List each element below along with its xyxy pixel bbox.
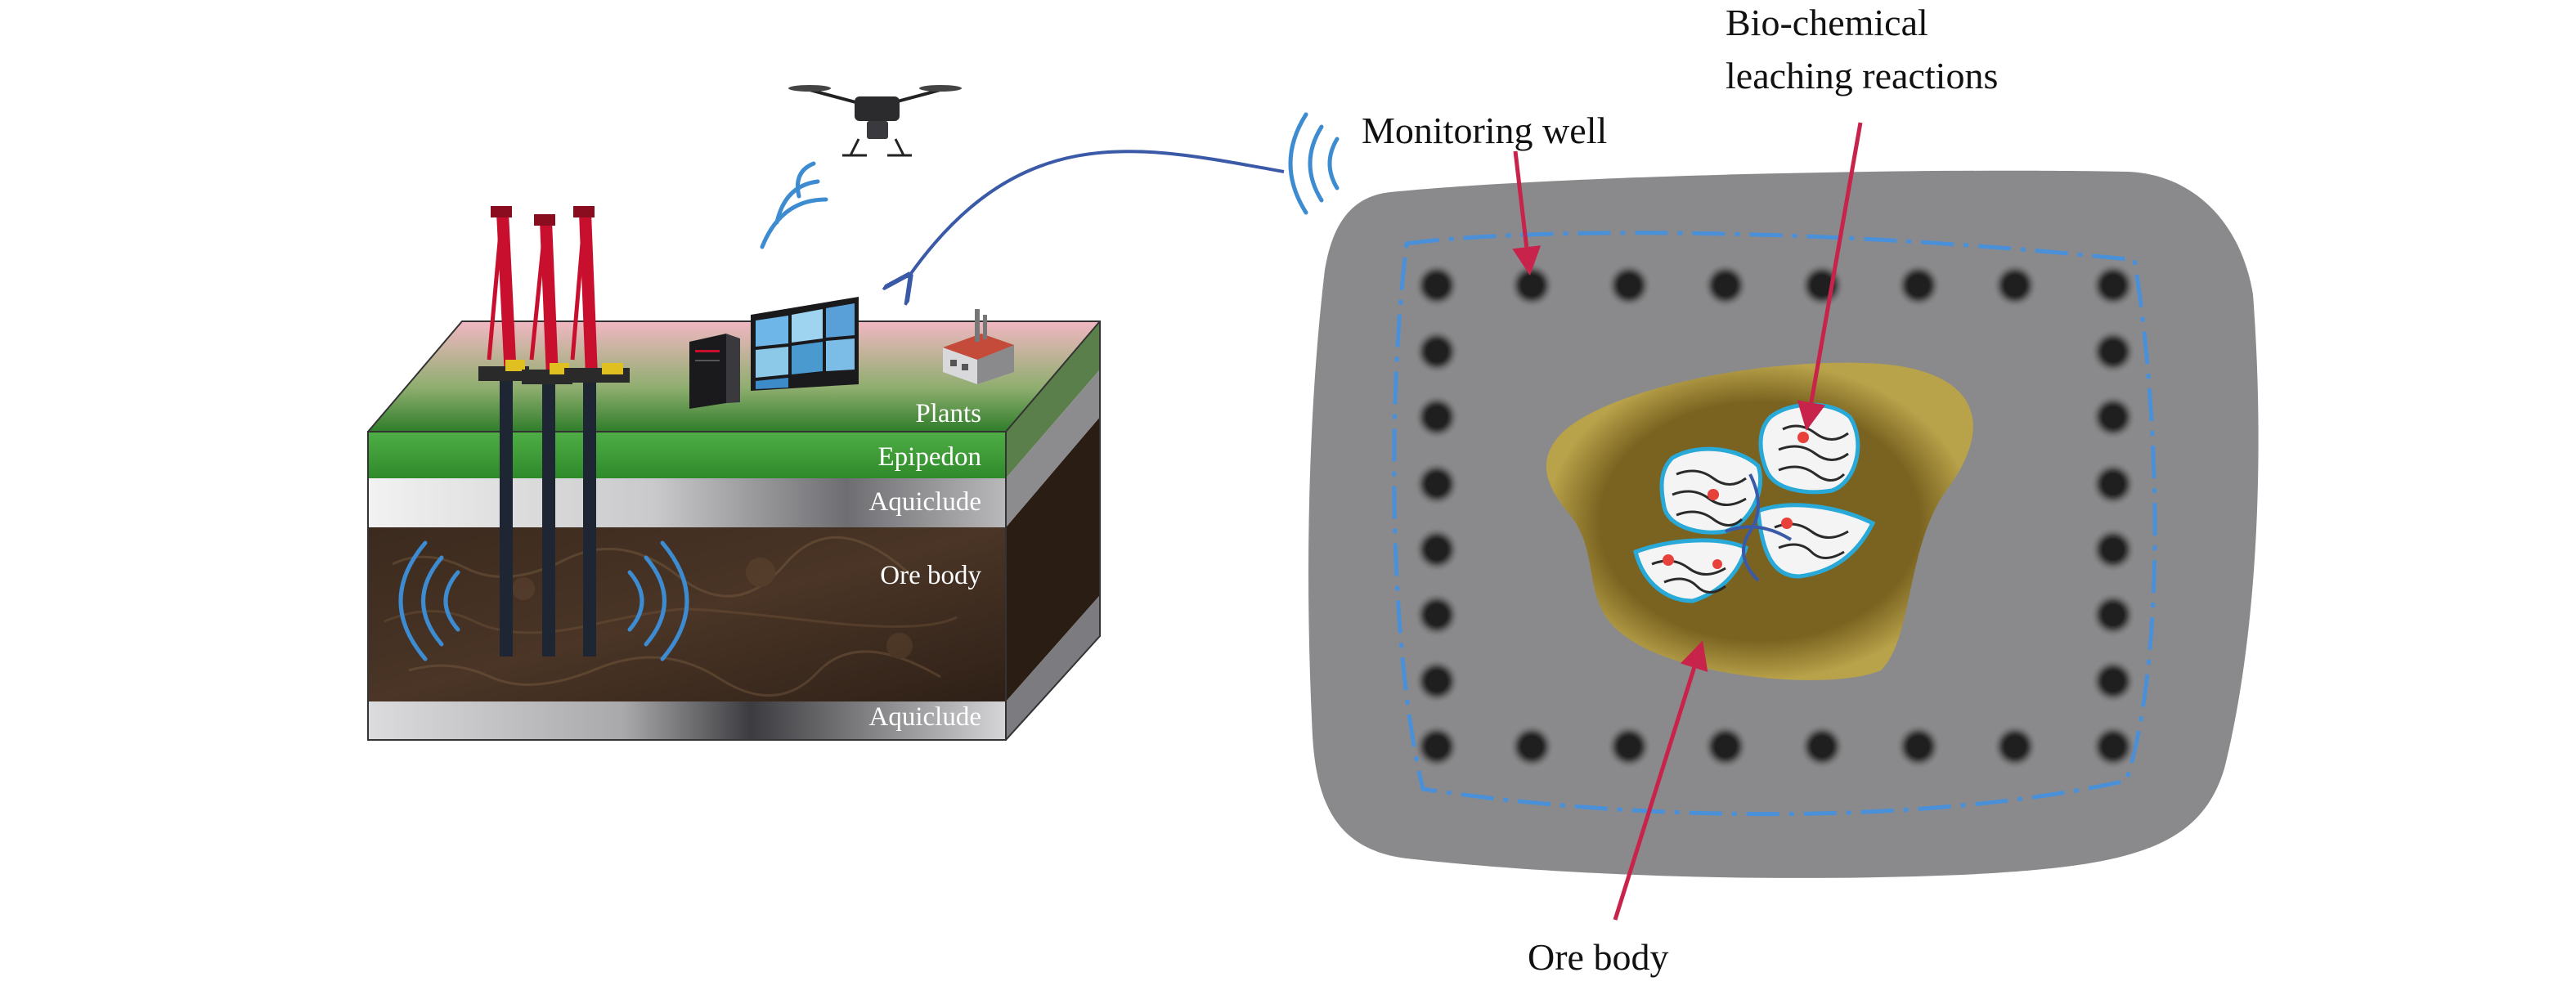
- plan-view: Monitoring well Bio-chemical leaching re…: [1308, 2, 2259, 978]
- epipedon-layer: [368, 432, 1006, 478]
- block-right-face-bottom: [1006, 595, 1100, 740]
- block-corner-edge: [1005, 320, 1101, 432]
- ore-fragment-icon: [1633, 402, 1876, 603]
- well-row-bottom: [1414, 724, 2136, 769]
- monitoring-well-label: Monitoring well: [1362, 110, 1607, 151]
- layer-label-epipedon: Epipedon: [878, 442, 981, 472]
- injection-wells: [500, 374, 596, 657]
- layer-label-aquiclude-bottom: Aquiclude: [869, 702, 981, 732]
- block-diagram: Plants Epipedon Aquiclude Ore body Aquic…: [367, 206, 1101, 741]
- monitoring-well-arrow: [1512, 150, 1542, 276]
- reactions-arrow: [1797, 122, 1863, 431]
- reactions-label-line1: Bio-chemical: [1726, 2, 1928, 43]
- reactions-label-line2: leaching reactions: [1726, 55, 1998, 96]
- signal-wave-icon: [1288, 112, 1340, 215]
- block-right-face-plants: [1006, 321, 1100, 478]
- block-outline: [367, 431, 1007, 741]
- well-pipe: [500, 374, 513, 657]
- well-column-left: [1414, 329, 1460, 704]
- layer-label-plants: Plants: [915, 399, 981, 428]
- drone-icon: [788, 85, 962, 157]
- factory-icon: [943, 309, 1014, 384]
- well-pipe: [542, 374, 555, 657]
- well-pipe: [583, 374, 596, 657]
- layer-label-ore-body: Ore body: [880, 561, 981, 590]
- server-tower-icon: [689, 334, 740, 409]
- drilling-rig-icon: [478, 206, 630, 384]
- signal-wave-icon: [627, 540, 689, 661]
- video-wall-icon: [751, 297, 859, 391]
- aquiclude-top-layer: [368, 478, 1006, 527]
- aquiclude-bottom-layer: [368, 701, 1006, 740]
- ore-body-label: Ore body: [1528, 936, 1668, 978]
- well-column-right: [2090, 329, 2136, 704]
- block-right-face-aquiclude: [1006, 370, 1100, 527]
- boundary-line: [1392, 231, 2157, 817]
- ore-body-arrow: [1613, 640, 1708, 921]
- layer-label-aquiclude-top: Aquiclude: [869, 487, 981, 517]
- signal-wave-icon: [760, 161, 828, 249]
- data-link-arrow: [908, 150, 1285, 278]
- signal-wave-icon: [398, 540, 460, 661]
- block-right-face-ore: [1006, 417, 1100, 701]
